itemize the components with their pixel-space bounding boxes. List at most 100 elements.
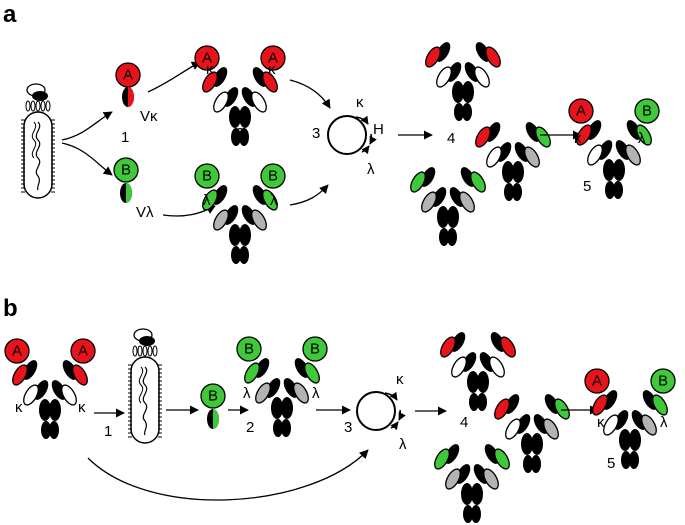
antigen-b-label: B [310,341,320,358]
antigen-b-circle [260,163,286,189]
lambda-label: λ [203,192,211,209]
heavy-chain-fc [471,505,481,523]
phage-icon [128,328,162,444]
vlambda-label: Vλ [136,204,154,221]
heavy-label: H [373,121,384,138]
antigen-a-circle [4,338,30,364]
antigen-a-label: A [123,67,133,84]
heavy-chain-fc [281,397,293,419]
light-chain-constant [213,209,229,231]
heavy-chain-fc [469,393,479,411]
antibody-icon-mixed [494,394,570,473]
heavy-chain-fc [619,429,631,451]
phage-body [130,356,160,444]
light-chain-constant [251,91,267,113]
heavy-chain-fc [49,399,61,421]
heavy-chain-fc [613,181,623,199]
step-2-label: 2 [236,125,244,142]
light-chain-constant [451,356,467,378]
heavy-chain-fc [239,106,251,128]
step-1-label: 1 [121,129,129,146]
light-chain-variable [535,126,551,148]
heavy-chain-fc [502,161,514,183]
heavy-chain-fc [461,483,473,505]
arrow-1-to-2-top [147,61,201,93]
antigen-b-circle [200,383,226,409]
lambda-label: λ [312,385,320,402]
step-3-label: 3 [312,125,320,142]
light-chain-constant [474,66,490,88]
heavy-chain-fc [273,419,283,437]
heavy-chain-fc [477,393,487,411]
antigen-a-circle [584,368,610,394]
antigen-a-circle [194,45,220,71]
antibody-icon-kappa [425,42,501,121]
heavy-chain-fc [271,397,283,419]
phage-icon [21,83,55,199]
lambda-label: λ [243,385,251,402]
antigen-b-label: B [642,103,652,120]
heavy-chain-fc [512,183,522,201]
antibody-icon-lambda [434,444,510,523]
phage-dna [35,121,41,191]
light-chain-variable [425,46,441,68]
step-1-label: 1 [104,423,112,440]
heavy-chain-fc [512,161,524,183]
antigen-b-circle [113,157,139,183]
light-chain-variable [410,171,426,193]
antigen-b-circle [236,336,262,362]
antigen-b-label: B [658,373,668,390]
antigen-a-circle [568,98,594,124]
heavy-chain-fc [629,451,639,469]
step-4-label: 4 [447,130,455,147]
lambda-label: λ [270,192,278,209]
antibody-icon-kappa [440,332,516,411]
kappa-label: κ [15,399,23,416]
light-chain-variable [72,364,88,386]
light-chain-constant [505,418,521,440]
light-chain-variable [554,398,570,420]
light-chain-constant [255,382,271,404]
antigen-b-label: B [208,388,218,405]
light-chain-variable [440,336,456,358]
light-chain-variable [636,124,652,146]
step-3-label: 3 [344,419,352,436]
light-chain-variable [485,46,501,68]
heavy-chain-fc [39,399,51,421]
light-chain-constant [603,414,619,436]
antigen-a-label: A [78,343,88,360]
light-chain-variable [494,448,510,470]
light-chain-constant [543,418,559,440]
arrow-to-kappa-library [61,111,113,141]
light-chain-constant [459,191,475,213]
kappa-label: κ [268,61,276,78]
heavy-chain-fc [462,103,472,121]
heavy-chain-fc [239,246,249,264]
lambda-label: λ [367,161,375,178]
heavy-chain-fc [523,455,533,473]
step-5-label: 5 [583,178,591,195]
panel-a-label: a [3,1,17,28]
antigen-a-label: A [592,373,602,390]
light-chain-constant [421,191,437,213]
antigen-b-circle [302,336,328,362]
heavy-chain-fc [231,128,241,146]
kappa-label: κ [574,130,582,147]
light-chain-constant [483,468,499,490]
heavy-chain-fc [239,224,251,246]
light-chain-constant [486,146,502,168]
heavy-chain-fc [621,451,631,469]
step-2-label: 2 [246,419,254,436]
light-chain-constant [445,468,461,490]
kappa-label: κ [396,371,404,388]
light-chain-variable [475,126,491,148]
kappa-label: κ [597,414,605,431]
phage-body [23,111,53,199]
lambda-label: λ [638,130,646,147]
arrow-bypass [87,449,369,501]
